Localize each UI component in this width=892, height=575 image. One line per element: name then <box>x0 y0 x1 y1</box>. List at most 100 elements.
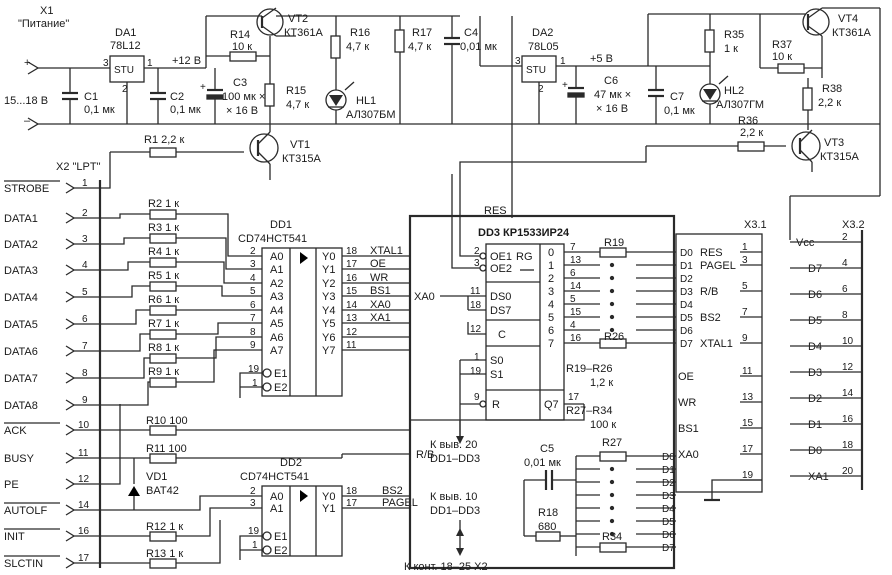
svg-text:1: 1 <box>474 352 480 363</box>
resistor-data-8 <box>149 377 177 388</box>
svg-text:C1: C1 <box>84 91 98 103</box>
dd1-output-label: Y6 <box>322 332 335 344</box>
data-line-3: R4 1 кWR <box>100 246 410 284</box>
svg-text:C6: C6 <box>604 75 618 87</box>
dd3-bit-pin: 7 <box>570 242 576 253</box>
x31-lower-data-label: D0 <box>662 452 675 463</box>
x31-signal-label: R/B <box>700 286 718 298</box>
x32-signal-label: D1 <box>808 419 822 431</box>
x32-pin-number: 18 <box>842 440 854 451</box>
svg-text:R27: R27 <box>602 437 622 449</box>
x31-signal-label: BS2 <box>700 312 721 324</box>
resistor-label: R2 1 к <box>148 198 179 210</box>
svg-text:R19: R19 <box>604 237 624 249</box>
lpt-pin-label: DATA4 <box>4 292 38 304</box>
resistor-data-6 <box>149 329 177 340</box>
x31-lower-data-label: D4 <box>662 504 675 515</box>
resistor-r18: R18 680 <box>524 456 577 556</box>
x31-pin-number: 3 <box>742 255 748 266</box>
resistor-r15: R15 4,7 к <box>264 56 309 132</box>
capacitor-c1: C1 0,1 мк <box>62 68 115 124</box>
dd3-bit-label: 2 <box>548 273 554 285</box>
data-line-8: R9 1 к <box>100 349 410 406</box>
lpt-pin-label: STROBE <box>4 183 49 195</box>
svg-text:0,1 мк: 0,1 мк <box>84 104 115 116</box>
transistor-vt2: VT2 КТ361А <box>256 7 323 56</box>
led-hl1: R16 4,7 к HL1 АЛ307БМ <box>325 16 396 124</box>
regulator-da2: DA2 78L05 STU 3 1 2 +5 В <box>479 16 710 124</box>
dd1-output-pin: 16 <box>346 273 358 284</box>
dd1-net-label: OE <box>370 258 386 270</box>
svg-text:R15: R15 <box>286 85 306 97</box>
x32-signal-label: Vcc <box>796 237 815 249</box>
resistor-r27 <box>599 451 627 462</box>
dd2-output-pin: 17 <box>346 498 358 509</box>
dd1-input-pin: 5 <box>250 286 256 297</box>
svg-text:R: R <box>492 399 500 411</box>
resistor-data-5 <box>149 305 177 316</box>
dd1-output-pin: 14 <box>346 300 358 311</box>
lpt-pin-number: 16 <box>78 526 90 537</box>
svg-text:47 мк ×: 47 мк × <box>594 89 631 101</box>
capacitor-c3: + C3 100 мк × × 16 В <box>200 68 265 124</box>
dd3-bit-pin: 13 <box>570 255 582 266</box>
dd1-output-pin: 11 <box>346 340 357 351</box>
x31-signal-label: BS1 <box>678 423 699 435</box>
x1-name: "Питание" <box>18 18 69 30</box>
lpt-pin-number: 12 <box>78 474 90 485</box>
lpt-pin-number: 4 <box>82 260 88 271</box>
lpt-pin-number: 5 <box>82 287 88 298</box>
chip-dd3: RES DD3 КР1533ИР24 OE1 OE2 2 3 RG DS0 DS… <box>342 16 676 570</box>
svg-text:HL2: HL2 <box>724 85 744 97</box>
lpt-pin-label: DATA8 <box>4 400 38 412</box>
svg-text:X3.2: X3.2 <box>842 219 865 231</box>
resistor-r36: R36 2,2 к <box>646 115 786 152</box>
x32-pin-number: 2 <box>842 232 848 243</box>
svg-text:18: 18 <box>470 300 482 311</box>
svg-text:C3: C3 <box>233 77 247 89</box>
x31-signal-label: OE <box>678 371 694 383</box>
svg-text:19: 19 <box>470 366 482 377</box>
svg-text:78L12: 78L12 <box>110 40 141 52</box>
dd3-bit-pin: 15 <box>570 307 582 318</box>
svg-text:HL1: HL1 <box>356 95 376 107</box>
svg-text:КТ361А: КТ361А <box>832 27 871 39</box>
svg-text:R19–R26: R19–R26 <box>566 363 612 375</box>
svg-text:R38: R38 <box>822 83 842 95</box>
resistor-r38: R38 2,2 к <box>802 78 842 130</box>
x31-lower-data-label: D3 <box>662 491 675 502</box>
svg-text:КТ315А: КТ315А <box>282 153 321 165</box>
dd1-input-pin: 7 <box>250 313 256 324</box>
svg-text:2: 2 <box>538 84 544 95</box>
dd1-output-label: Y3 <box>322 291 335 303</box>
svg-text:Q7: Q7 <box>544 399 559 411</box>
capacitor-c5: C5 0,01 мк <box>523 443 576 536</box>
input-voltage: 15...18 В <box>4 95 48 107</box>
lpt-pin-label: DATA2 <box>4 239 38 251</box>
dd1-output-label: Y1 <box>322 264 335 276</box>
x31-pin-number: 7 <box>742 307 748 318</box>
svg-text:E1: E1 <box>274 368 287 380</box>
x31-signal-label: RES <box>700 247 723 259</box>
capacitor-c4: C4 0,01 мк <box>444 16 497 124</box>
resistor-data-7 <box>149 353 177 364</box>
resistor-data-1 <box>149 209 177 220</box>
x31-data-label: D7 <box>680 339 693 350</box>
svg-text:RG: RG <box>516 251 533 263</box>
svg-text:DD2: DD2 <box>280 457 302 469</box>
lpt-pin-label: INIT <box>4 531 25 543</box>
svg-text:100 к: 100 к <box>590 419 616 431</box>
svg-text:C7: C7 <box>670 91 684 103</box>
svg-text:10 к: 10 к <box>232 41 252 53</box>
svg-text:× 16 В: × 16 В <box>226 105 258 117</box>
x31-lower-data-label: D5 <box>662 517 675 528</box>
dd1-input-pin: 4 <box>250 273 256 284</box>
